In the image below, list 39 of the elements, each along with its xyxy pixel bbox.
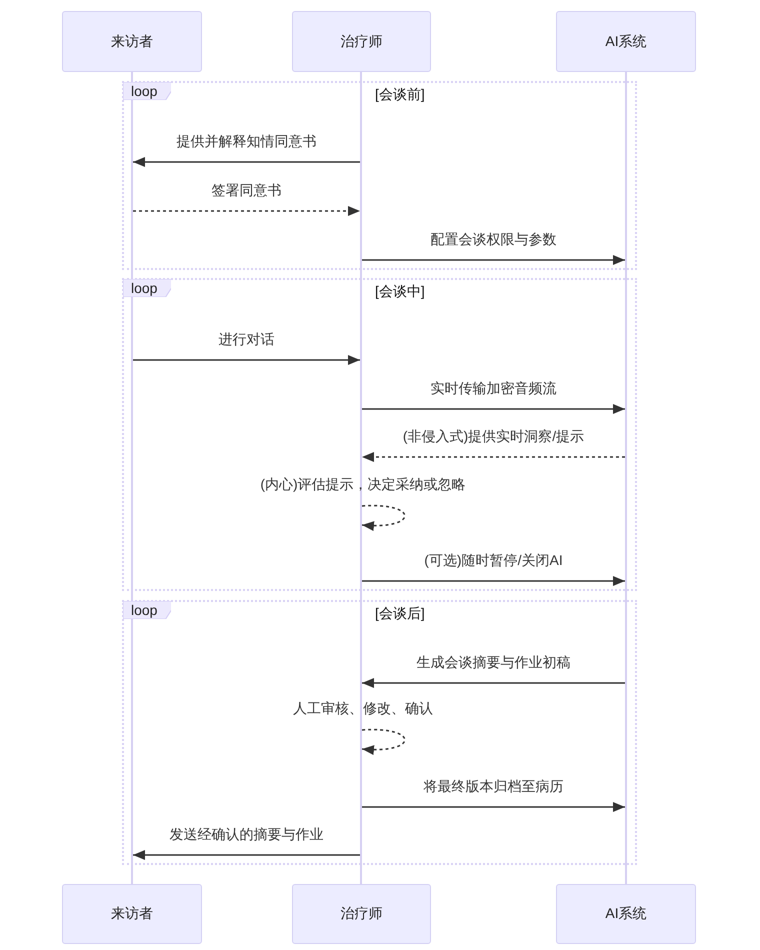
edge-label: 发送经确认的摘要与作业 (170, 825, 324, 843)
lifeline (131, 72, 133, 884)
lifeline (360, 72, 362, 884)
loop-condition: [会谈后] (375, 604, 425, 622)
arrow (133, 850, 360, 860)
edge-label: 生成会谈摘要与作业初稿 (416, 653, 570, 671)
arrow (362, 452, 625, 462)
edge-label: 配置会谈权限与参数 (430, 230, 556, 248)
loop-tag: loop (123, 279, 172, 297)
edge-label: 人工审核、修改、确认 (293, 699, 433, 717)
actor-box: AI系统 (556, 11, 696, 72)
actor-box: 治疗师 (292, 11, 431, 72)
lifeline (625, 72, 627, 884)
arrow (362, 576, 625, 586)
arrow (362, 802, 625, 812)
loop-tag: loop (123, 82, 172, 100)
arrow (362, 404, 625, 414)
edge-label: (非侵入式)提供实时洞察/提示 (402, 427, 584, 445)
edge-label: (可选)随时暂停/关闭AI (424, 551, 563, 569)
actor-box: 来访者 (62, 884, 202, 944)
edge-label: 进行对话 (218, 330, 274, 348)
actor-box: AI系统 (556, 884, 696, 944)
edge-label: 将最终版本归档至病历 (424, 777, 564, 795)
arrow (133, 157, 360, 167)
actor-box: 治疗师 (292, 884, 431, 944)
arrow (133, 206, 360, 216)
edge-label: (内心)评估提示，决定采纳或忽略 (260, 475, 466, 493)
arrow (362, 255, 625, 265)
self-arrow (362, 504, 406, 531)
self-arrow (362, 728, 406, 755)
loop-condition: [会谈中] (375, 282, 425, 300)
actor-box: 来访者 (62, 11, 202, 72)
arrow (362, 678, 625, 688)
edge-label: 实时传输加密音频流 (430, 379, 556, 397)
loop-tag: loop (123, 601, 172, 619)
arrow (133, 355, 360, 365)
edge-label: 签署同意书 (212, 181, 282, 199)
loop-condition: [会谈前] (375, 85, 425, 103)
edge-label: 提供并解释知情同意书 (176, 132, 316, 150)
